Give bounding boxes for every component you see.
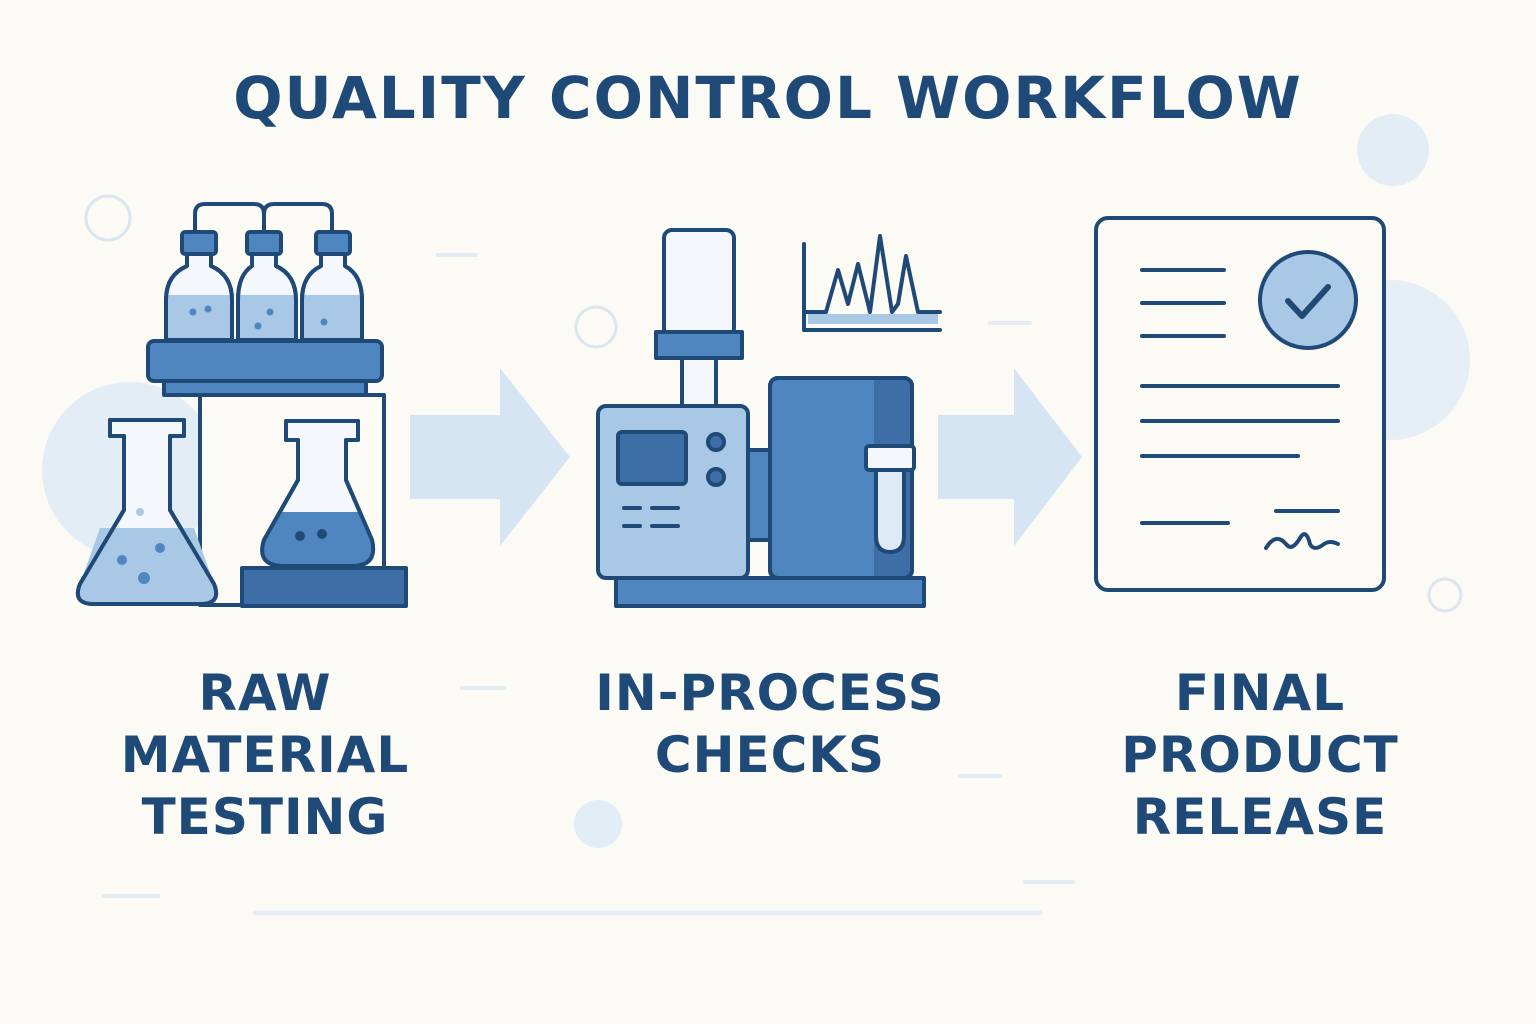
certificate-document-with-checkmark-icon (1094, 216, 1386, 592)
step-label-in-process-checks: IN-PROCESS CHECKS (560, 662, 980, 786)
step-label-line: FINAL (1174, 664, 1346, 722)
lab-bottles-and-flasks-icon (75, 202, 408, 608)
step-label-line: MATERIAL (120, 726, 410, 784)
arrow-right-icon (938, 368, 1082, 546)
chromatogram-peaks-icon (804, 234, 942, 314)
arrow-right-icon (410, 368, 570, 546)
step-label-final-product-release: FINAL PRODUCT RELEASE (1060, 662, 1460, 848)
step-label-line: CHECKS (654, 726, 886, 784)
step-label-line: TESTING (141, 788, 389, 846)
step-label-line: RELEASE (1132, 788, 1388, 846)
step-label-line: IN-PROCESS (595, 664, 945, 722)
step-label-line: PRODUCT (1121, 726, 1399, 784)
step-label-raw-material-testing: RAW MATERIAL TESTING (60, 662, 470, 848)
signature-icon (1264, 532, 1340, 550)
checkmark-circle-icon (1258, 250, 1358, 350)
step-label-line: RAW (198, 664, 332, 722)
analyzer-machine-with-chromatogram-icon (596, 228, 942, 608)
page-title: QUALITY CONTROL WORKFLOW (233, 64, 1303, 132)
